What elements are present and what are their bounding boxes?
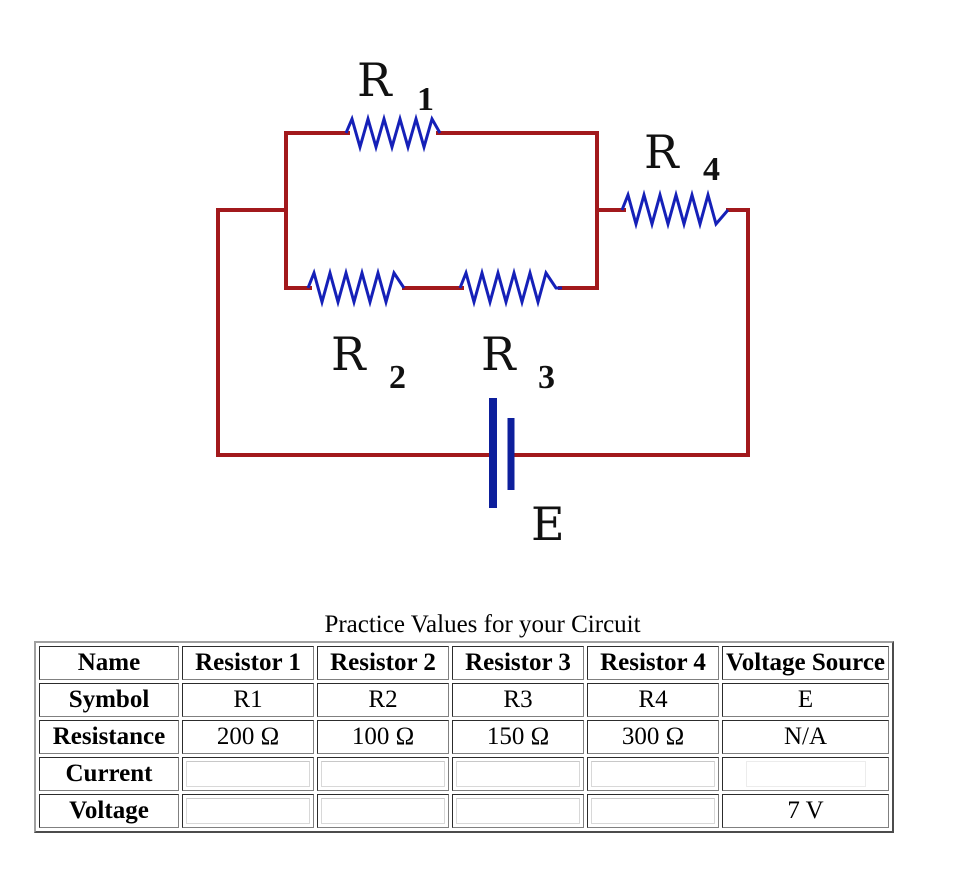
wire-r4-to-battery — [510, 208, 750, 457]
table-row-resistance: Resistance 200 Ω 100 Ω 150 Ω 300 Ω N/A — [39, 720, 890, 754]
cell-symbol-r3: R3 — [452, 683, 584, 717]
header-resistor-1: Resistor 1 — [182, 646, 314, 680]
label-e: E — [531, 497, 565, 551]
table-row-symbol: Symbol R1 R2 R3 R4 E — [39, 683, 890, 717]
table-row-current: Current — [39, 757, 890, 791]
row-label-resistance: Resistance — [39, 720, 179, 754]
cell-resistance-e: N/A — [722, 720, 890, 754]
header-resistor-3: Resistor 3 — [452, 646, 584, 680]
current-e-input[interactable] — [745, 761, 866, 787]
voltage-r4-input[interactable] — [591, 798, 715, 824]
current-r2-input[interactable] — [321, 761, 445, 787]
header-resistor-4: Resistor 4 — [587, 646, 719, 680]
cell-current-r4 — [587, 757, 719, 791]
cell-current-e — [722, 757, 890, 791]
cell-resistance-r1: 200 Ω — [182, 720, 314, 754]
table-header-row: Name Resistor 1 Resistor 2 Resistor 3 Re… — [39, 646, 890, 680]
cell-voltage-e: 7 V — [722, 794, 890, 828]
cell-resistance-r2: 100 Ω — [317, 720, 449, 754]
cell-current-r2 — [317, 757, 449, 791]
label-r3: R — [481, 327, 517, 381]
voltage-r2-input[interactable] — [321, 798, 445, 824]
cell-symbol-r1: R1 — [182, 683, 314, 717]
circuit-diagram: R 1 R 4 R 2 R 3 E — [216, 53, 750, 551]
cell-resistance-r4: 300 Ω — [587, 720, 719, 754]
voltage-r1-input[interactable] — [186, 798, 310, 824]
row-label-current: Current — [39, 757, 179, 791]
wire-left-loop — [216, 208, 492, 457]
battery-e — [489, 398, 515, 508]
label-r3-sub: 3 — [538, 359, 555, 396]
wire-top — [284, 131, 350, 290]
row-label-voltage: Voltage — [39, 794, 179, 828]
resistor-r3 — [458, 267, 562, 308]
label-r4: R — [644, 125, 680, 179]
label-r4-sub: 4 — [703, 151, 720, 188]
current-r3-input[interactable] — [456, 761, 580, 787]
label-r1: R — [357, 53, 393, 107]
cell-current-r3 — [452, 757, 584, 791]
wire-top-right — [436, 131, 599, 290]
header-resistor-2: Resistor 2 — [317, 646, 449, 680]
voltage-r3-input[interactable] — [456, 798, 580, 824]
label-r2: R — [331, 327, 367, 381]
cell-resistance-r3: 150 Ω — [452, 720, 584, 754]
table-row-voltage: Voltage 7 V — [39, 794, 890, 828]
circuit-wires — [216, 131, 750, 457]
current-r1-input[interactable] — [186, 761, 310, 787]
table-caption: Practice Values for your Circuit — [324, 611, 641, 638]
current-r4-input[interactable] — [591, 761, 715, 787]
cell-voltage-r4 — [587, 794, 719, 828]
cell-current-r1 — [182, 757, 314, 791]
resistor-r4 — [620, 189, 730, 230]
cell-voltage-r3 — [452, 794, 584, 828]
cell-voltage-r1 — [182, 794, 314, 828]
label-r1-sub: 1 — [417, 81, 434, 118]
resistor-r1 — [344, 113, 442, 153]
cell-symbol-r2: R2 — [317, 683, 449, 717]
label-r2-sub: 2 — [389, 359, 406, 396]
row-label-symbol: Symbol — [39, 683, 179, 717]
cell-voltage-r2 — [317, 794, 449, 828]
header-name: Name — [39, 646, 179, 680]
cell-symbol-e: E — [722, 683, 890, 717]
resistor-r2 — [306, 267, 406, 308]
practice-values-table: Name Resistor 1 Resistor 2 Resistor 3 Re… — [34, 641, 895, 833]
cell-symbol-r4: R4 — [587, 683, 719, 717]
header-voltage-source: Voltage Source — [722, 646, 890, 680]
